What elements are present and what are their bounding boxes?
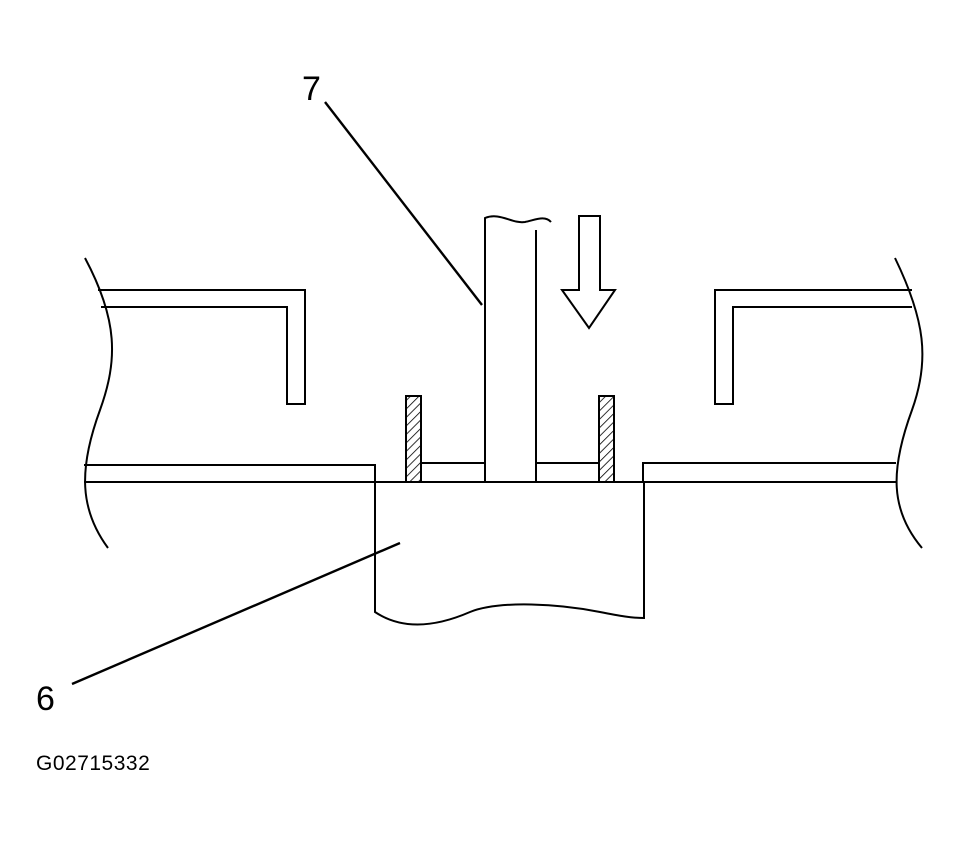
center-housing-part-6 xyxy=(374,482,645,626)
leader-line-6 xyxy=(71,541,401,686)
right-bracket xyxy=(714,289,912,405)
left-base-plate xyxy=(84,464,376,483)
callout-label-6: 6 xyxy=(36,680,55,718)
hatched-seal-icon-right xyxy=(598,395,615,483)
right-base-plate xyxy=(642,462,896,483)
inner-ledge xyxy=(420,462,485,482)
down-arrow-icon xyxy=(560,215,617,330)
right-break-line xyxy=(894,257,924,549)
left-bracket xyxy=(98,289,306,405)
figure-code: G02715332 xyxy=(36,752,151,775)
left-break-line xyxy=(84,257,113,549)
leader-line-7 xyxy=(324,101,483,306)
hatched-seal-icon-left xyxy=(405,395,422,483)
shaft-part-7 xyxy=(484,215,552,482)
callout-label-7: 7 xyxy=(302,70,321,108)
